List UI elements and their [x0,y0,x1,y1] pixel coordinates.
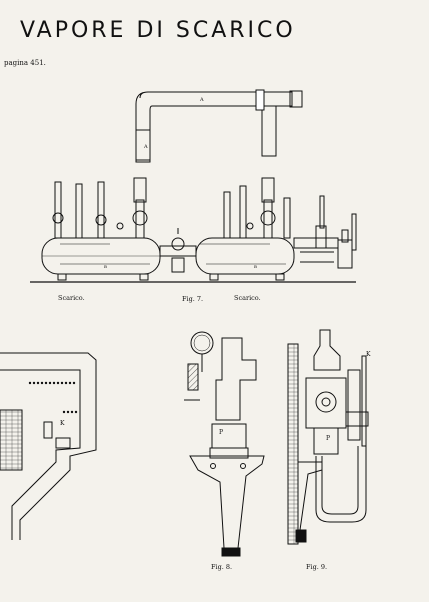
page-title: VAPORE DI SCARICO [20,18,296,43]
svg-text:P: P [326,435,330,442]
svg-text:A: A [143,144,148,150]
fig7-diagram: A A [30,89,357,283]
fig8-caption: Fig. 8. [211,563,233,571]
fig7-label-left: Scarico. [58,294,85,302]
floor-plan-diagram: K [0,352,97,540]
svg-text:K: K [60,420,65,427]
svg-text:P: P [219,429,223,436]
fig7-label-right: Scarico. [234,294,261,302]
svg-text:B: B [254,264,257,269]
svg-text:A: A [199,97,204,103]
fig9-diagram: P K [287,329,371,545]
svg-text:K: K [366,351,371,358]
fig9-caption: Fig. 9. [306,563,328,571]
fig8-diagram: P [184,331,265,557]
svg-text:B: B [104,264,107,269]
page-reference: pagina 451. [4,59,46,67]
fig7-caption: Fig. 7. [182,295,204,303]
